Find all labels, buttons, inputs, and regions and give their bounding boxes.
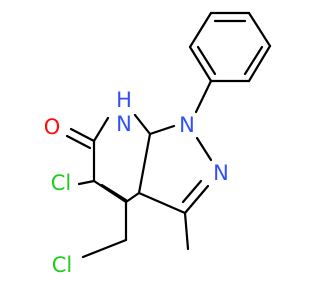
molecule-structure: O H N N N Cl Cl: [44, 11, 272, 277]
bond: [137, 132, 152, 195]
bond: [81, 238, 128, 259]
bond: [188, 11, 213, 49]
ring-nh-hydrogen-label: H: [116, 88, 132, 112]
bond: [183, 211, 190, 251]
bond: [183, 184, 210, 215]
ring-chlorine-label: Cl: [51, 171, 72, 195]
bond: [124, 191, 141, 204]
chloromethyl-chlorine-label: Cl: [52, 253, 73, 277]
bond: [77, 179, 96, 186]
bond: [100, 183, 128, 202]
bond: [196, 45, 217, 76]
bond: [65, 134, 92, 150]
bond: [148, 124, 176, 136]
bond: [243, 45, 264, 76]
ring-nh-nitrogen-label: N: [116, 112, 132, 136]
bond: [195, 136, 213, 162]
pyrazole-n1-label: N: [179, 113, 195, 137]
bond: [69, 127, 96, 143]
bond-layer: [65, 11, 272, 259]
bond: [92, 116, 110, 143]
bond: [194, 79, 213, 114]
bond: [92, 179, 128, 204]
bond: [247, 44, 272, 83]
bond: [133, 113, 152, 136]
bond: [247, 11, 272, 48]
bond: [188, 45, 213, 83]
carbonyl-oxygen-label: O: [44, 115, 61, 139]
atom-labels: O H N N N Cl Cl: [44, 88, 229, 277]
bond: [137, 191, 187, 215]
pyrazole-n2-label: N: [213, 161, 229, 185]
molecule-diagram: O H N N N Cl Cl: [44, 11, 272, 277]
bond: [181, 179, 203, 204]
